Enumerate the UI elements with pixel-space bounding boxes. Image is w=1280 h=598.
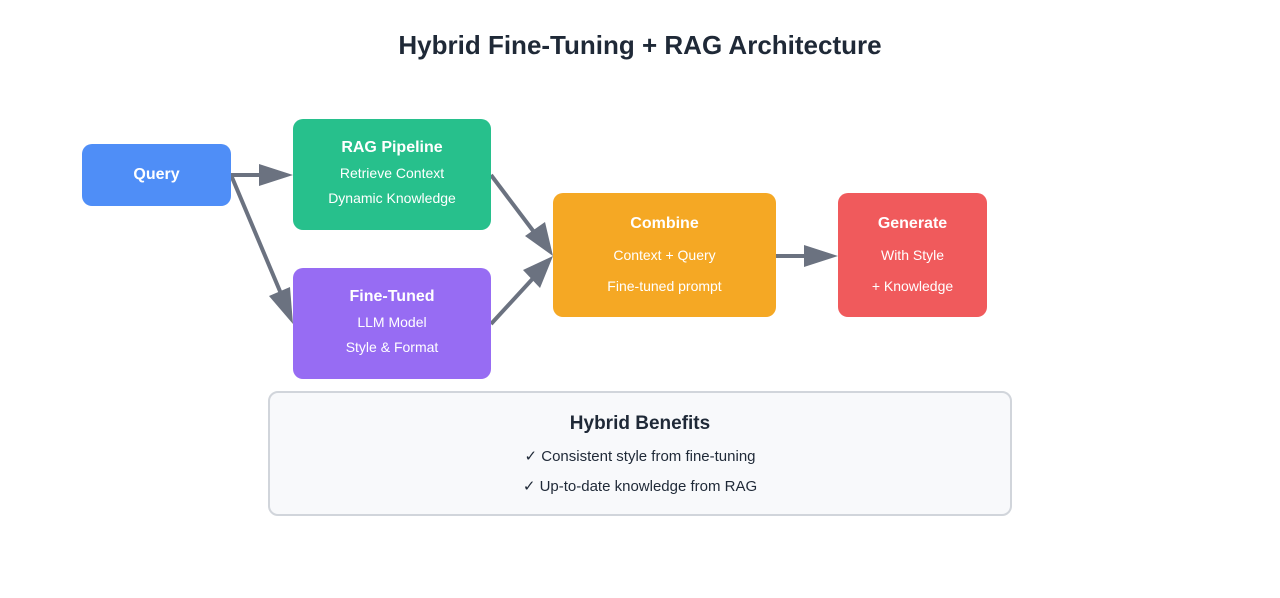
benefits-title: Hybrid Benefits: [569, 413, 711, 434]
benefit-item: ✓ Consistent style from fine-tuning: [524, 448, 756, 465]
benefits-panel: Hybrid Benefits ✓ Consistent style from …: [268, 391, 1012, 516]
arrowhead-finetuned-to-combine: [523, 256, 553, 288]
node-rag-line: Dynamic Knowledge: [328, 190, 456, 206]
node-fine-tuned-line: Style & Format: [345, 339, 439, 355]
edge-finetuned-to-combine: [489, 272, 539, 326]
node-rag-pipeline: RAG Pipeline Retrieve Context Dynamic Kn…: [293, 119, 491, 230]
node-generate-line: With Style: [880, 247, 944, 263]
node-fine-tuned: Fine-Tuned LLM Model Style & Format: [293, 268, 491, 379]
node-combine: Combine Context + Query Fine-tuned promp…: [553, 193, 776, 317]
node-combine-title: Combine: [630, 215, 699, 232]
benefit-item: ✓ Up-to-date knowledge from RAG: [522, 478, 758, 495]
node-fine-tuned-line: LLM Model: [357, 314, 427, 330]
arrowhead-combine-to-generate: [804, 245, 838, 267]
node-query-title: Query: [133, 166, 180, 183]
node-combine-line: Context + Query: [613, 247, 716, 263]
node-generate: Generate With Style + Knowledge: [838, 193, 987, 317]
node-combine-line: Fine-tuned prompt: [607, 278, 722, 294]
node-query: Query: [82, 144, 231, 206]
edge-query-to-finetuned: [229, 174, 284, 297]
edge-rag-to-combine: [489, 173, 539, 238]
node-rag-title: RAG Pipeline: [341, 139, 443, 156]
node-generate-title: Generate: [877, 215, 948, 232]
node-fine-tuned-title: Fine-Tuned: [349, 288, 435, 305]
node-generate-line: + Knowledge: [871, 278, 954, 294]
arrowhead-query-to-finetuned: [269, 287, 293, 324]
arrowhead-query-to-rag: [259, 164, 293, 186]
diagram-title: Hybrid Fine-Tuning + RAG Architecture: [398, 30, 882, 60]
node-rag-line: Retrieve Context: [339, 165, 445, 181]
arrowhead-rag-to-combine: [525, 222, 553, 256]
